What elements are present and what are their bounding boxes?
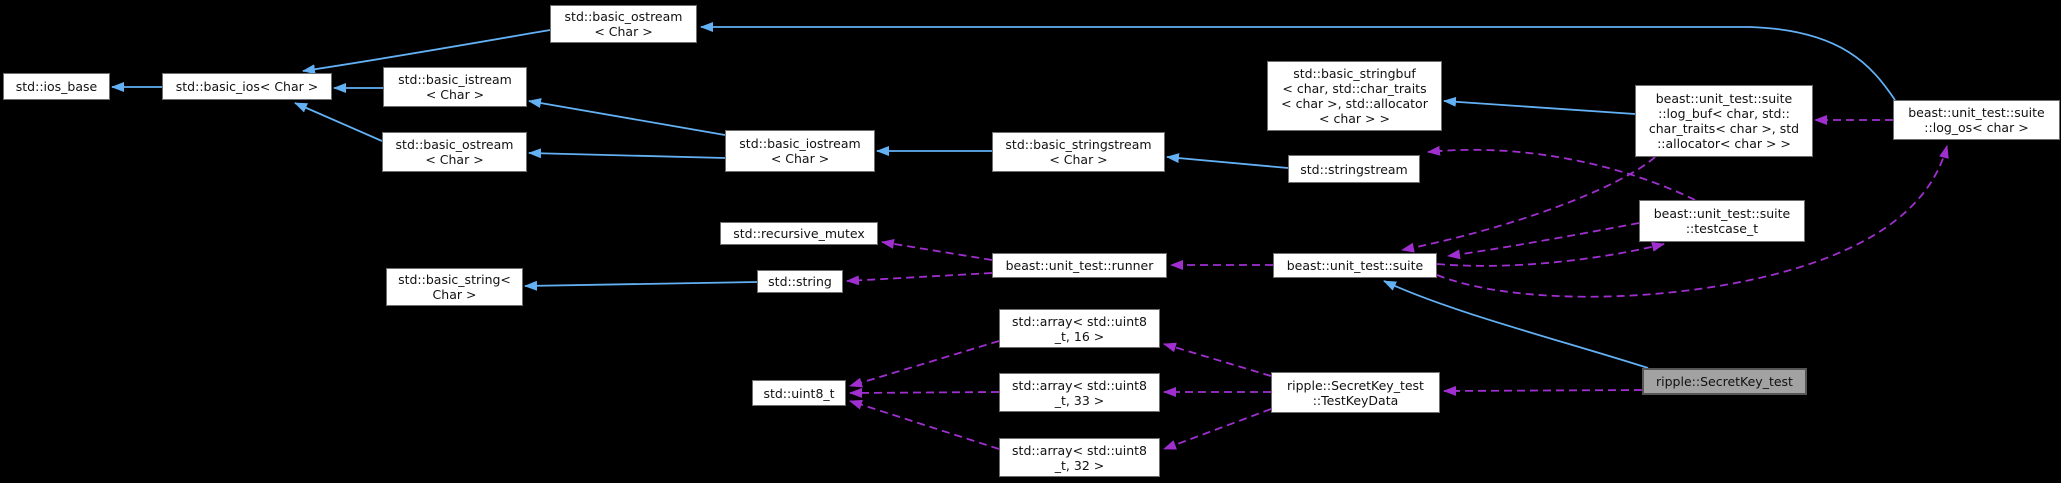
node-std-basic-string[interactable]: std::basic_string< Char > (386, 268, 523, 306)
node-std-string[interactable]: std::string (757, 270, 843, 293)
node-std-basic-stringstream[interactable]: std::basic_stringstream < Char > (992, 132, 1165, 172)
edge-ostream-to-basic-ios (294, 102, 383, 142)
node-ripple-secretkey-test: ripple::SecretKey_test (1642, 368, 1807, 395)
edge-secretkey-test-to-testkeydata (1443, 385, 1643, 396)
node-secretkey-test-testkeydata[interactable]: ripple::SecretKey_test ::TestKeyData (1271, 372, 1440, 413)
edge-testcase-t-to-suite (1447, 222, 1640, 260)
edge-log-os-to-ostream-top (700, 22, 1896, 101)
node-std-uint8-t[interactable]: std::uint8_t (752, 380, 846, 406)
edge-testkeydata-to-array16 (1163, 342, 1272, 377)
edge-array16-to-uint8-t (849, 340, 1000, 388)
node-std-basic-ostream-char-top[interactable]: std::basic_ostream < Char > (550, 5, 697, 43)
node-std-basic-iostream[interactable]: std::basic_iostream < Char > (725, 130, 875, 172)
edge-iostream-to-ostream (528, 148, 726, 159)
node-suite-testcase-t[interactable]: beast::unit_test::suite ::testcase_t (1639, 200, 1805, 242)
node-std-basic-ios[interactable]: std::basic_ios< Char > (162, 73, 332, 100)
node-suite-log-os[interactable]: beast::unit_test::suite ::log_os< char > (1893, 100, 2060, 140)
edge-log-buf-to-basic-stringbuf (1443, 96, 1636, 115)
node-suite-log-buf[interactable]: beast::unit_test::suite ::log_buf< char,… (1635, 85, 1813, 157)
edge-suite-to-testcase-t (1436, 242, 1665, 267)
edge-ostream-top-to-basic-ios (302, 29, 551, 75)
edge-secretkey-test-to-suite (1383, 280, 1649, 369)
edge-stringstream-to-basic-stringstream (1166, 153, 1289, 169)
edge-suite-to-log-os (1436, 145, 1949, 298)
edge-testkeydata-to-array32 (1163, 408, 1272, 450)
node-std-ios-base[interactable]: std::ios_base (3, 73, 110, 100)
edge-string-to-basic-string (524, 280, 758, 291)
node-std-array-uint8-32[interactable]: std::array< std::uint8 _t, 32 > (999, 438, 1160, 477)
edge-array32-to-uint8-t (849, 399, 1000, 450)
edge-log-buf-to-suite (1401, 156, 1656, 253)
node-std-basic-ostream-char[interactable]: std::basic_ostream < Char > (382, 132, 527, 172)
node-std-stringstream[interactable]: std::stringstream (1288, 155, 1420, 183)
edge-testcase-t-to-stringstream (1427, 145, 1696, 201)
node-beast-unit-test-runner[interactable]: beast::unit_test::runner (992, 253, 1167, 278)
edge-runner-to-recursive-mutex (881, 239, 993, 261)
node-std-basic-stringbuf[interactable]: std::basic_stringbuf < char, std::char_t… (1267, 61, 1442, 131)
node-std-basic-istream[interactable]: std::basic_istream < Char > (383, 67, 527, 107)
edge-array33-to-uint8-t (849, 387, 1000, 398)
node-beast-unit-test-suite[interactable]: beast::unit_test::suite (1273, 253, 1437, 278)
node-std-recursive-mutex[interactable]: std::recursive_mutex (720, 222, 878, 245)
edge-runner-to-string (846, 272, 993, 286)
edge-iostream-to-istream (528, 98, 726, 136)
node-std-array-uint8-33[interactable]: std::array< std::uint8 _t, 33 > (999, 373, 1160, 412)
node-std-array-uint8-16[interactable]: std::array< std::uint8 _t, 16 > (999, 309, 1160, 348)
